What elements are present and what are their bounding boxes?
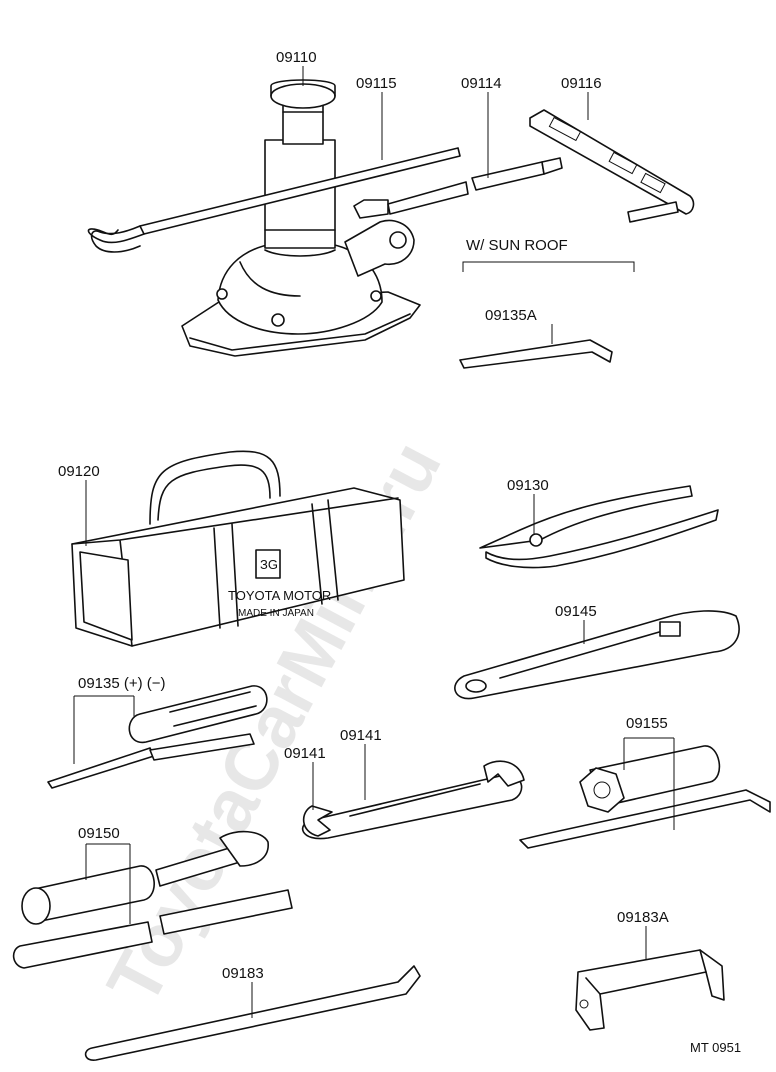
part-number-09155: 09155 [626, 715, 668, 732]
wheel-nut-wrench-drawing [12, 830, 293, 969]
open-end-wrench-drawing [301, 744, 525, 840]
part-number-09141-a: 09141 [284, 745, 326, 762]
bag-brand-text: TOYOTA MOTOR [228, 588, 331, 603]
part-number-09145: 09145 [555, 603, 597, 620]
sunroof-bracket [462, 261, 635, 272]
part-number-09114: 09114 [461, 75, 502, 92]
socket-wrench-drawing [519, 737, 771, 849]
part-number-09110: 09110 [276, 49, 317, 66]
adjustable-wrench-drawing [454, 610, 740, 700]
bag-emblem: ЗG [260, 557, 278, 572]
hub-nut-wrench-drawing [575, 926, 725, 1031]
sunroof-wrench-drawing [459, 324, 613, 369]
part-number-09141-b: 09141 [340, 727, 382, 744]
part-number-09115: 09115 [356, 75, 397, 92]
part-number-09135A: 09135A [485, 307, 537, 324]
bag-origin-text: MADE IN JAPAN [238, 608, 314, 619]
tool-bag-drawing: ЗG TOYOTA MOTOR MADE IN JAPAN [71, 450, 405, 647]
part-number-09183A: 09183A [617, 909, 669, 926]
part-number-09130: 09130 [507, 477, 549, 494]
jack-drawing [181, 66, 421, 357]
sunroof-condition-label: W/ SUN ROOF [466, 237, 568, 254]
part-number-09116: 09116 [561, 75, 602, 92]
tire-lever-drawing [84, 965, 421, 1061]
jack-lever-drawing [529, 92, 695, 223]
pliers-drawing [479, 485, 719, 569]
handle-extension-drawing [353, 92, 563, 219]
figure-code: MT 0951 [690, 1040, 741, 1055]
screwdriver-drawing [47, 685, 268, 789]
part-number-09150: 09150 [78, 825, 120, 842]
part-number-09183: 09183 [222, 965, 264, 982]
part-number-09135: 09135 (+) (−) [78, 675, 166, 692]
part-number-09120: 09120 [58, 463, 100, 480]
jack-handle-drawing [87, 92, 461, 253]
